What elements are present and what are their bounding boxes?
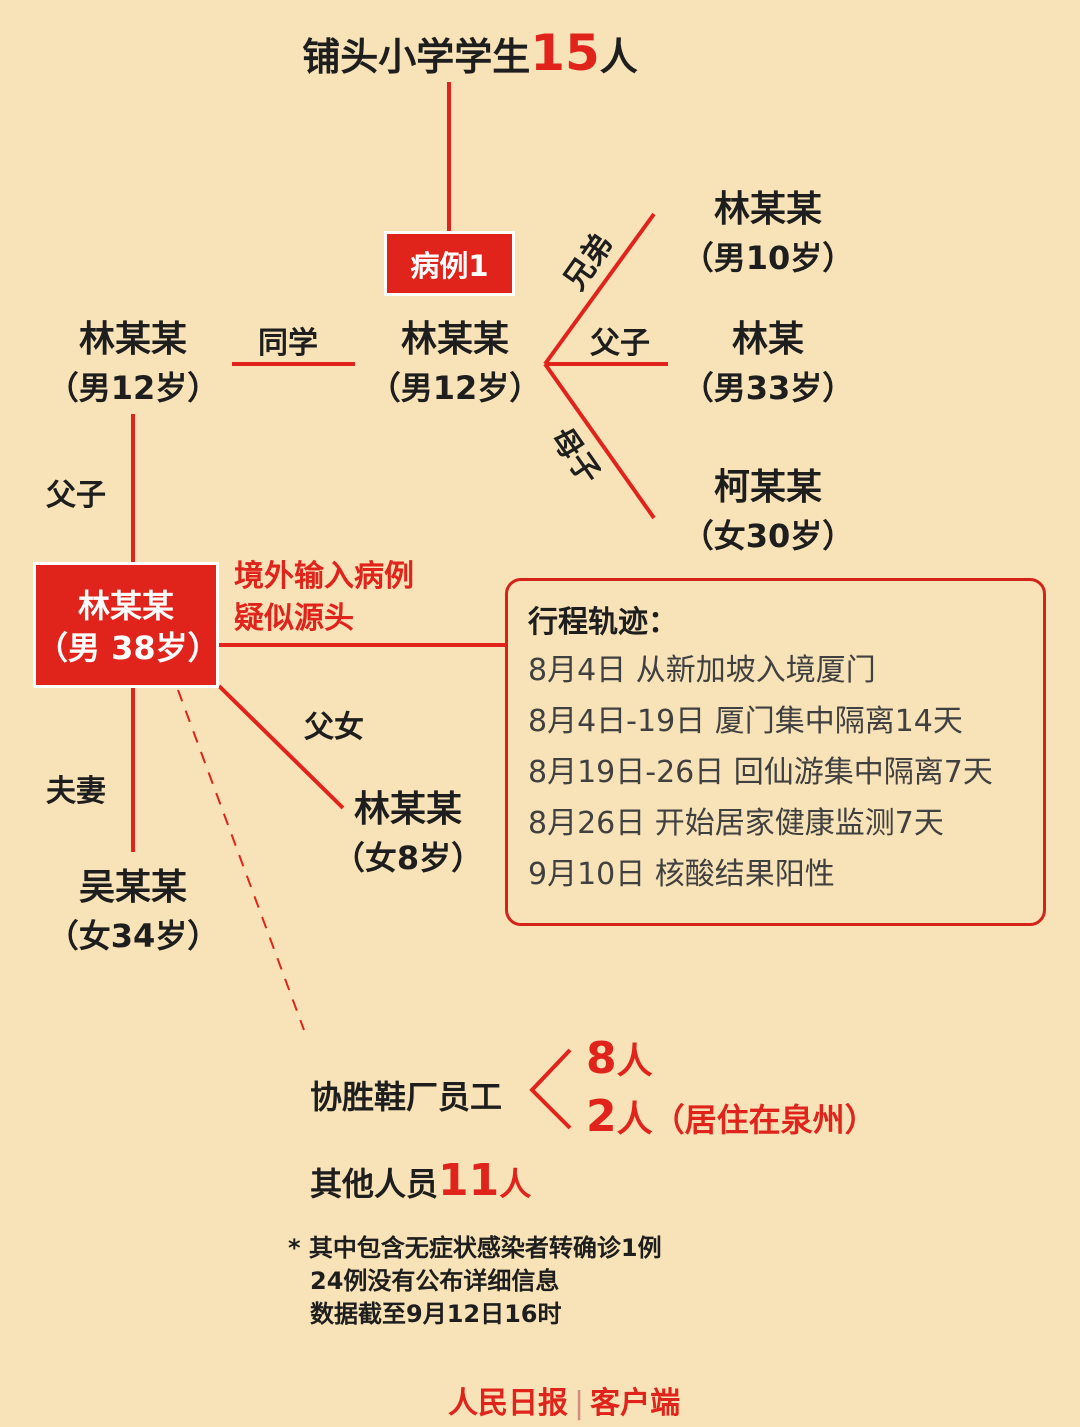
itinerary-item: 8月4日-19日 厦门集中隔离14天	[528, 704, 963, 739]
other-personnel: 其他人员11人	[310, 1155, 531, 1206]
classmate-name: 林某某	[78, 319, 187, 360]
factory-count-2-unit: 人	[616, 1099, 653, 1140]
center-person-age: （男12岁）	[368, 369, 542, 407]
source-note-line2: 疑似源头	[234, 601, 354, 636]
line-source-to-factory	[177, 689, 305, 1031]
brother-age: （男10岁）	[681, 239, 855, 277]
father-age: （男33岁）	[681, 369, 855, 407]
daughter-name: 林某某	[353, 789, 462, 830]
school-count: 15	[530, 24, 600, 82]
brand-logo: 人民日报|客户端	[448, 1378, 680, 1422]
source-note-line1: 境外输入病例	[234, 559, 414, 594]
daughter-age: （女8岁）	[332, 839, 484, 877]
brand-separator: |	[574, 1386, 585, 1421]
line-mother	[543, 362, 656, 520]
center-person-name: 林某某	[400, 319, 509, 360]
others-unit: 人	[499, 1165, 532, 1203]
classmate-father-relation: 父子	[46, 478, 106, 513]
wife-name: 吴某某	[78, 867, 187, 908]
itinerary-title: 行程轨迹：	[528, 605, 678, 640]
father-relation: 父子	[590, 326, 650, 361]
factory-count-2: 2人（居住在泉州）	[586, 1090, 877, 1142]
factory-count-1: 8人	[586, 1032, 653, 1084]
father-name: 林某	[731, 319, 804, 360]
mother-age: （女30岁）	[681, 517, 855, 555]
factory-label: 协胜鞋厂员工	[310, 1078, 503, 1116]
line-brother	[543, 212, 656, 366]
wife-age: （女34岁）	[46, 917, 220, 955]
mother-person: 柯某某 （女30岁）	[678, 464, 858, 560]
mother-name: 柯某某	[713, 467, 822, 508]
wife-relation: 夫妻	[46, 774, 106, 809]
factory-count-2-number: 2	[586, 1091, 617, 1142]
classmate-person: 林某某 （男12岁）	[42, 316, 224, 412]
wife-person: 吴某某 （女34岁）	[42, 864, 224, 960]
case1-box: 病例1	[384, 231, 515, 296]
line-source-to-daughter	[217, 684, 345, 810]
factory-count-2-note: （居住在泉州）	[652, 1101, 877, 1139]
footnote-line2: 24例没有公布详细信息	[310, 1267, 560, 1295]
center-person: 林某某 （男12岁）	[365, 316, 545, 412]
itinerary-item: 8月26日 开始居家健康监测7天	[528, 806, 944, 841]
source-note: 境外输入病例 疑似源头	[234, 556, 414, 640]
school-students-title: 铺头小学学生15人	[0, 24, 940, 82]
factory-count-1-unit: 人	[616, 1041, 653, 1082]
footnote-line1: * 其中包含无症状感染者转确诊1例	[288, 1234, 662, 1262]
factory-bracket	[529, 1048, 572, 1130]
brand-suffix: 客户端	[590, 1386, 681, 1421]
itinerary-item: 8月4日 从新加坡入境厦门	[528, 653, 876, 688]
itinerary-list: 8月4日 从新加坡入境厦门 8月4日-19日 厦门集中隔离14天 8月19日-2…	[528, 645, 993, 900]
source-age: （男 38岁）	[36, 629, 220, 667]
others-label: 其他人员	[310, 1165, 439, 1203]
factory-count-1-number: 8	[586, 1033, 617, 1084]
footnote-line3: 数据截至9月12日16时	[310, 1300, 562, 1328]
school-label: 铺头小学学生	[302, 35, 531, 79]
brand-name: 人民日报	[448, 1386, 568, 1421]
others-count: 11	[438, 1155, 500, 1206]
father-person: 林某 （男33岁）	[678, 316, 858, 412]
classmate-age: （男12岁）	[46, 369, 220, 407]
itinerary-item: 8月19日-26日 回仙游集中隔离7天	[528, 755, 993, 790]
daughter-relation: 父女	[304, 710, 364, 745]
itinerary-item: 9月10日 核酸结果阳性	[528, 857, 835, 892]
source-name: 林某某	[77, 587, 174, 625]
brother-name: 林某某	[713, 189, 822, 230]
classmate-relation: 同学	[258, 326, 318, 361]
source-case-box: 林某某 （男 38岁）	[33, 562, 220, 688]
school-unit: 人	[599, 35, 638, 79]
brother-person: 林某某 （男10岁）	[678, 186, 858, 282]
daughter-person: 林某某 （女8岁）	[320, 786, 496, 882]
footnote: * 其中包含无症状感染者转确诊1例 24例没有公布详细信息 数据截至9月12日1…	[288, 1232, 662, 1331]
itinerary-box	[505, 578, 1046, 926]
